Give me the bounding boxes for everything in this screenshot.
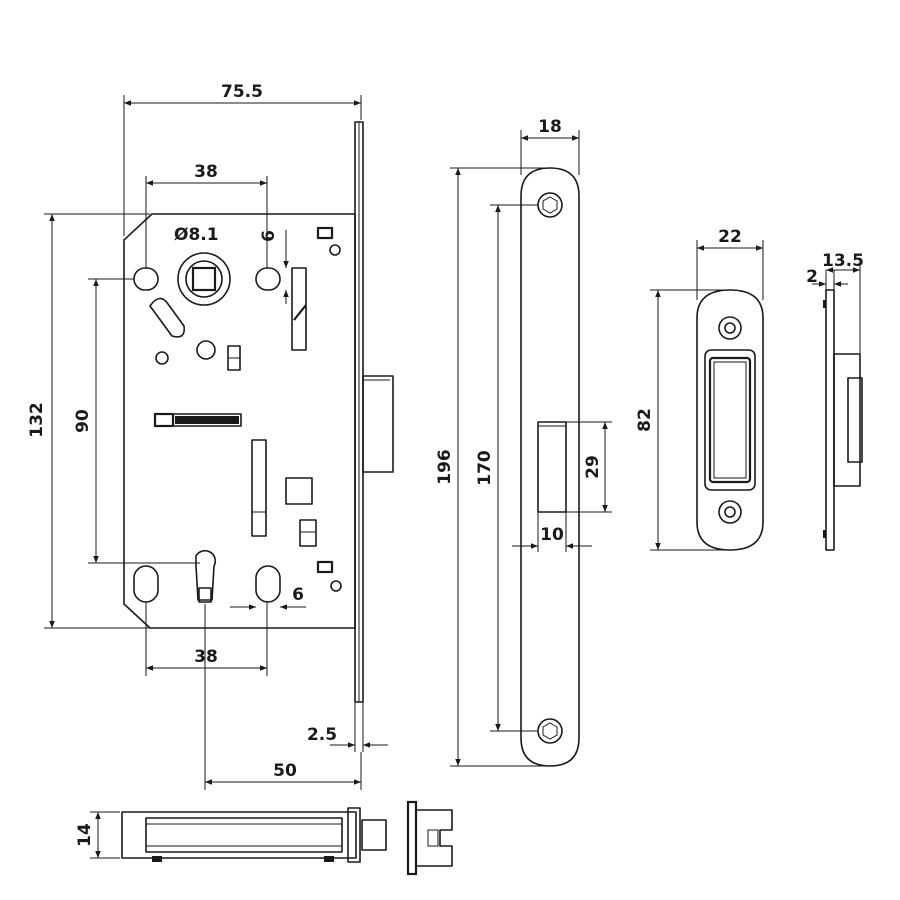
- dim-strike-height: 82: [635, 408, 655, 432]
- dim-faceplate-length: 196: [435, 449, 455, 485]
- dim-strike-thickness: 2: [806, 267, 818, 287]
- spindle-square: [191, 266, 217, 292]
- latch-opening: [537, 421, 567, 513]
- lock-bottom-view: 14: [75, 807, 387, 863]
- cylinder-keyhole: [195, 549, 217, 601]
- strike-plate-view: [696, 289, 764, 551]
- dim-screw-spacing: 170: [475, 450, 495, 486]
- dim-faceplate-width: 18: [538, 117, 562, 137]
- dim-latch-width: 10: [540, 525, 564, 545]
- strike-opening: [704, 349, 756, 491]
- dim-center-distance: 90: [73, 409, 93, 433]
- strike-plate-dimensions: 22 82: [635, 227, 764, 551]
- latch-profile: [406, 800, 453, 876]
- strike-plate-outline: [696, 289, 764, 551]
- top-slot-right: [255, 267, 281, 291]
- dim-top-slot: 6: [259, 230, 279, 242]
- latch-bolt: [362, 375, 394, 473]
- dim-faceplate-thickness: 2.5: [307, 725, 337, 745]
- dim-handle-hole: Ø8.1: [174, 225, 219, 245]
- bottom-slot-right: [255, 565, 281, 603]
- lock-body-outline: [123, 213, 356, 629]
- faceplate-view: [520, 167, 580, 767]
- dim-top-hole-spacing: 38: [194, 162, 218, 182]
- faceplate-outline: [520, 167, 580, 767]
- bottom-slot-left: [133, 565, 159, 603]
- lock-body-dimensions: 75.5 38 Ø8.1 6 132 90 38 6: [27, 82, 388, 790]
- dim-bottom-slot: 6: [292, 585, 304, 605]
- lock-body-view: [123, 121, 394, 703]
- dim-body-height: 132: [27, 402, 47, 438]
- dim-body-width: 75.5: [221, 82, 263, 102]
- strike-side-view: 13.5 2: [806, 251, 864, 551]
- faceplate-dimensions: 18 196 170 29 10: [435, 117, 612, 767]
- dim-strike-depth: 13.5: [822, 251, 864, 271]
- dim-bottom-hole-spacing: 38: [194, 647, 218, 667]
- dim-backset: 50: [273, 761, 297, 781]
- spindle-hole-outer: [177, 252, 231, 306]
- top-slot-left: [133, 267, 159, 291]
- dim-strike-width: 22: [718, 227, 742, 247]
- slanted-slot: [149, 297, 186, 338]
- dim-bottom-thickness: 14: [75, 823, 95, 847]
- dim-latch-height: 29: [583, 455, 603, 479]
